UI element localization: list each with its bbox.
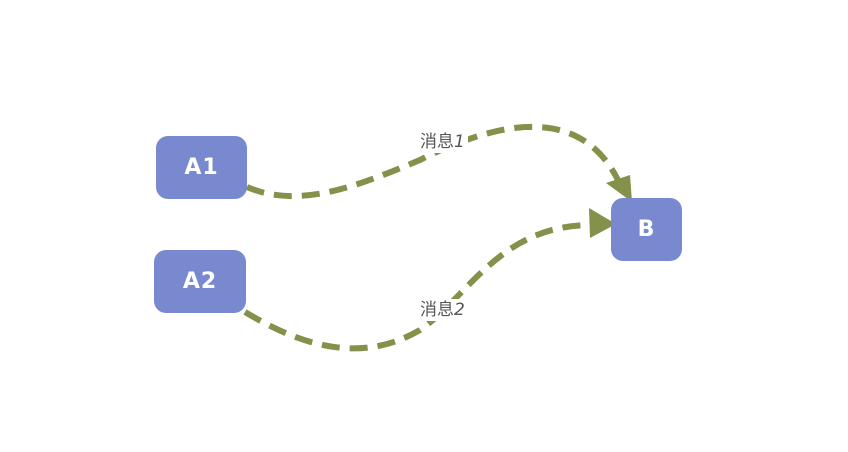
node-a2-label: A2 [182, 269, 218, 294]
edge-label-2: 消息2 [417, 299, 468, 321]
arrowhead-icon [606, 175, 632, 202]
node-b-label: B [637, 217, 656, 242]
node-b[interactable]: B [611, 198, 682, 261]
edge-label-1: 消息1 [417, 131, 468, 153]
node-a1[interactable]: A1 [156, 136, 247, 199]
edge-label-1-text: 消息 [420, 132, 454, 152]
edge-label-1-num: 1 [454, 132, 465, 152]
edge-a2-to-b[interactable] [243, 208, 616, 352]
node-a1-label: A1 [184, 155, 219, 180]
edge-a1-to-b[interactable] [245, 123, 632, 202]
node-a2[interactable]: A2 [154, 250, 246, 313]
edge-label-2-text: 消息 [420, 300, 454, 320]
arrowhead-icon [589, 208, 616, 238]
edge-label-2-num: 2 [454, 300, 465, 320]
